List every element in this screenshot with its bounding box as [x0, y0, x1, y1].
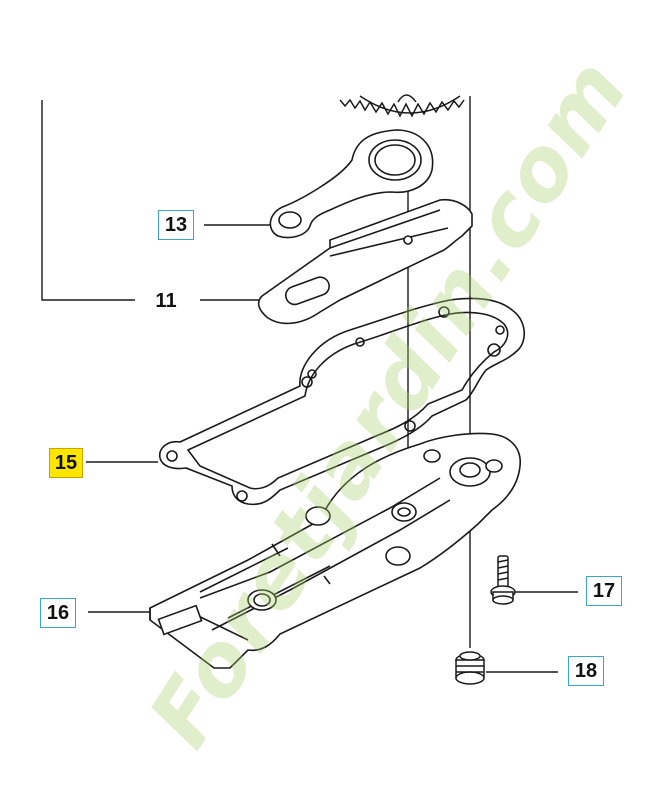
gear-part: [339, 94, 465, 118]
callout-16[interactable]: 16: [40, 598, 76, 628]
callout-15[interactable]: 15: [49, 448, 83, 478]
callout-17[interactable]: 17: [586, 576, 622, 606]
leader-lines: [41, 96, 578, 673]
bracket-line-11: [41, 100, 135, 301]
callout-11[interactable]: 11: [155, 289, 177, 312]
plate-part: [257, 198, 473, 325]
callout-18[interactable]: 18: [568, 656, 604, 686]
screw-part: [490, 555, 516, 605]
gasket-part: [158, 297, 525, 506]
base-plate-part: [149, 432, 521, 669]
plug-part: [455, 651, 485, 685]
callout-13[interactable]: 13: [158, 210, 194, 240]
connecting-rod-part: [269, 129, 434, 239]
